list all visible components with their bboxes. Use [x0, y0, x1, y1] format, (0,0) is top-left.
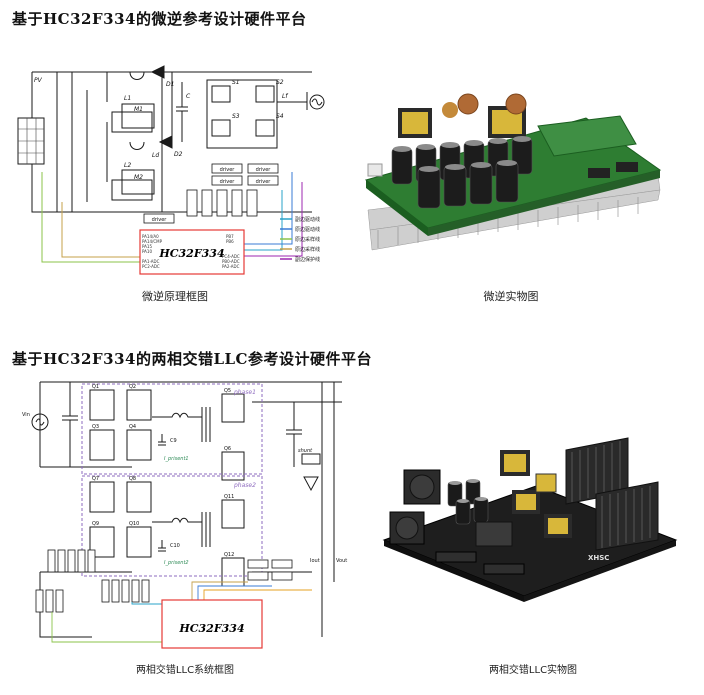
- driver-label-3: driver: [220, 179, 236, 185]
- driver-label-2: driver: [256, 167, 272, 173]
- phase1-box: [81, 383, 263, 475]
- q2-label: Q2: [129, 384, 136, 390]
- phase2-box: [81, 475, 263, 577]
- d1-label: D1: [166, 81, 174, 88]
- s2-label: S2: [276, 79, 284, 86]
- mcu-block: [139, 229, 245, 275]
- microinverter-diagram-caption: 微逆原理框图: [142, 290, 208, 303]
- mcu-pin-right-0: PB7: [226, 234, 234, 239]
- llc-mcu-label: HC32F334: [178, 622, 244, 635]
- section1-title: 基于HC32F334的微逆参考设计硬件平台: [12, 10, 307, 28]
- c9-label: C9: [170, 438, 177, 444]
- mcu-pin-left-5: PC2-ADC: [142, 264, 160, 269]
- mcu-label: HC32F334: [158, 247, 224, 260]
- mcu-pin-left-2: PA15: [142, 244, 152, 249]
- q9-label: Q9: [92, 521, 99, 527]
- microinverter-diagram: driver driver driver driver driver PV L1…: [12, 62, 330, 275]
- driver-label-5: driver: [152, 217, 168, 223]
- llc-diagram: phase1 phase2 Q1 Q2 Q3 Q4 Q5 Q6 Q7 Q8 Q9…: [12, 372, 352, 650]
- lf-label: Lf: [282, 93, 288, 100]
- mcu-pin-left-1: PA14/CMP: [142, 239, 163, 244]
- microinverter-photo-svg: [364, 93, 662, 251]
- iprisent2-label: I_prisent2: [164, 560, 189, 566]
- q3-label: Q3: [92, 424, 99, 430]
- mcu-pin-right-2: PC4-ADC: [222, 254, 240, 259]
- microinverter-photo-caption: 微逆实物图: [483, 290, 539, 303]
- q6-label: Q6: [224, 446, 231, 452]
- microinverter-schematic-svg: driver driver driver driver driver PV L1…: [17, 65, 325, 275]
- c10-label: C10: [170, 543, 180, 549]
- mcu-pin-left-0: PA14/A0: [142, 234, 159, 239]
- legend-item-4: 副边保护线: [295, 256, 320, 263]
- mcu-pin-left-4: PA1-ADC: [142, 259, 160, 264]
- driver-label-1: driver: [220, 167, 236, 173]
- llc-photo-caption: 两相交错LLC实物图: [488, 665, 578, 676]
- section2-title: 基于HC32F334的两相交错LLC参考设计硬件平台: [12, 350, 372, 368]
- l1-label: L1: [124, 95, 131, 102]
- llc-diagram-caption: 两相交错LLC系统框图: [135, 665, 235, 676]
- c-label: C: [186, 93, 191, 100]
- shunt-label: shunt: [298, 448, 313, 454]
- m1-label: M1: [134, 106, 143, 113]
- llc-mcu-block: [161, 599, 263, 649]
- mcu-pin-left-3: PA10: [142, 249, 152, 254]
- q10-label: Q10: [129, 521, 139, 527]
- pv-voltage-label: PV: [34, 77, 43, 84]
- d2-label: D2: [174, 151, 183, 158]
- mcu-pin-right-3: PB0-ADC: [222, 259, 240, 264]
- microinverter-photo: [358, 80, 664, 264]
- q8-label: Q8: [129, 476, 136, 482]
- llc-board-brand: XHSC: [588, 554, 609, 562]
- q7-label: Q7: [92, 476, 99, 482]
- q5-label: Q5: [224, 388, 231, 394]
- legend-item-2: 原边采样线: [295, 236, 320, 243]
- iprisent1-label: I_prisent1: [164, 456, 189, 462]
- q4-label: Q4: [129, 424, 136, 430]
- llc-photo: XHSC: [376, 430, 680, 602]
- l2-label: L2: [124, 162, 131, 169]
- vin-label: Vin: [22, 412, 30, 418]
- q11-label: Q11: [224, 494, 234, 500]
- llc-schematic-svg: phase1 phase2 Q1 Q2 Q3 Q4 Q5 Q6 Q7 Q8 Q9…: [22, 381, 347, 649]
- phase2-label: phase2: [233, 482, 256, 489]
- phase1-label: phase1: [233, 389, 256, 396]
- s4-label: S4: [276, 113, 284, 120]
- legend-item-0: 副边驱动线: [295, 216, 320, 223]
- q12-label: Q12: [224, 552, 234, 558]
- llc-photo-svg: XHSC: [382, 437, 678, 602]
- mcu-pin-right-4: PA2-ADC: [222, 264, 240, 269]
- s1-label: S1: [232, 79, 240, 86]
- mcu-pin-right-1: PB6: [226, 239, 234, 244]
- legend-item-3: 原边采样线: [295, 246, 320, 253]
- s3-label: S3: [232, 113, 240, 120]
- m2-label: M2: [134, 174, 143, 181]
- iout-label: Iout: [310, 558, 320, 564]
- driver-label-4: driver: [256, 179, 272, 185]
- ld-label: Ld: [152, 152, 159, 159]
- q1-label: Q1: [92, 384, 99, 390]
- legend-item-1: 原边驱动线: [295, 226, 320, 233]
- vout-label: Vout: [336, 558, 347, 564]
